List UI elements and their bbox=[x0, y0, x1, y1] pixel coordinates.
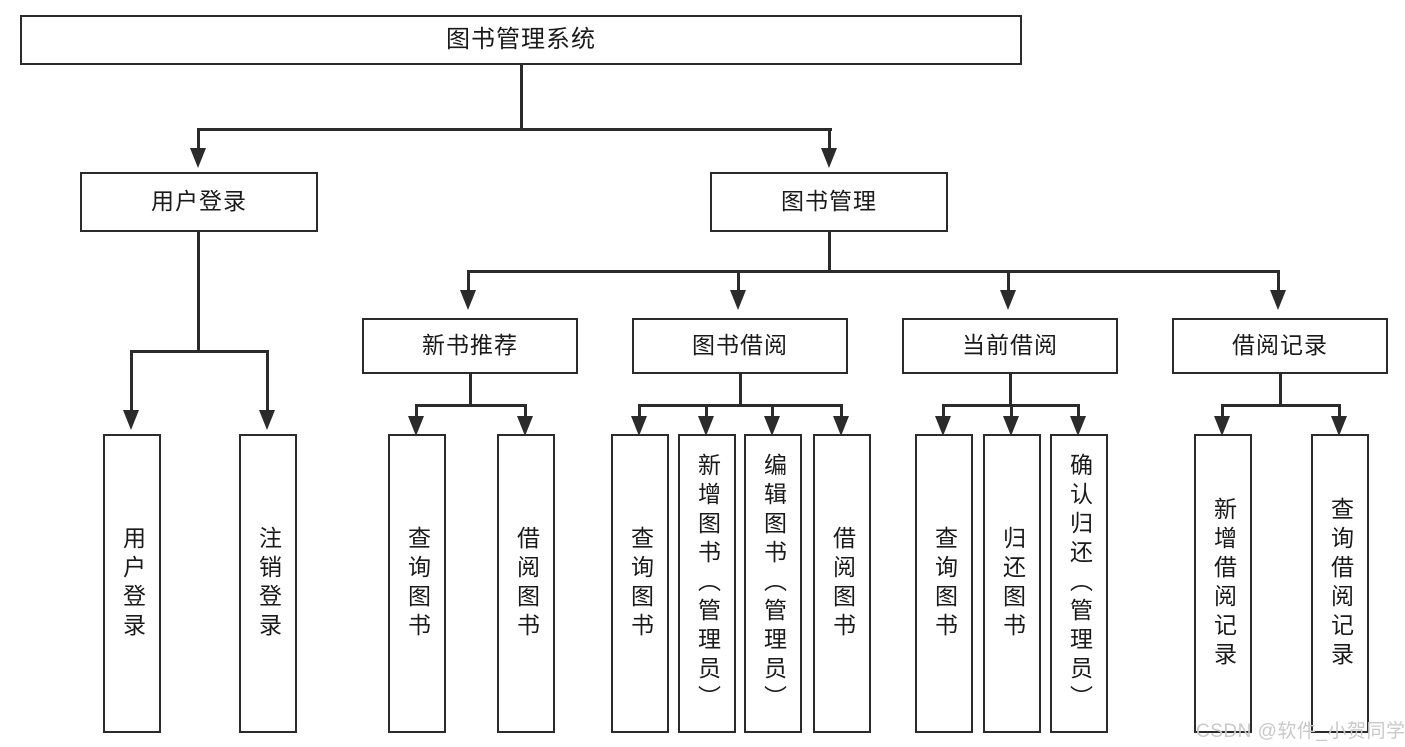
leaf-cb-confirm-return-admin[interactable]: 确认归还（管理员） bbox=[1050, 434, 1108, 733]
connector-drop-bb-2 bbox=[705, 404, 708, 420]
connector-drop-bb-1 bbox=[638, 404, 641, 420]
node-label: 编辑图书（管理员） bbox=[760, 453, 787, 714]
connector-new-book-recommend-stem bbox=[469, 374, 472, 406]
arrowhead-cb-3 bbox=[1070, 416, 1086, 436]
leaf-cb-query-book[interactable]: 查询图书 bbox=[915, 434, 973, 733]
node-book-management[interactable]: 图书管理 bbox=[710, 172, 948, 232]
connector-book-borrow-stem bbox=[739, 374, 742, 406]
connector-drop-br-2 bbox=[1338, 404, 1341, 420]
node-label: 查询图书 bbox=[404, 525, 431, 642]
arrowhead-bb-4 bbox=[833, 416, 849, 436]
connector-new-book-recommend-bus bbox=[416, 404, 526, 407]
node-label: 用户登录 bbox=[151, 188, 247, 215]
connector-level1-bus bbox=[198, 128, 832, 131]
arrowhead-bb-1 bbox=[631, 416, 647, 436]
csdn-watermark: CSDN @软件_小贺同学 bbox=[1196, 721, 1405, 742]
connector-user-login-stem bbox=[197, 232, 200, 352]
leaf-bb-add-book-admin[interactable]: 新增图书（管理员） bbox=[678, 434, 736, 733]
leaf-nbr-query-book[interactable]: 查询图书 bbox=[388, 434, 446, 733]
connector-drop-nbr-2 bbox=[524, 404, 527, 420]
leaf-nbr-borrow-book[interactable]: 借阅图书 bbox=[497, 434, 555, 733]
arrowhead-leaf-logout bbox=[259, 410, 275, 430]
node-label: 归还图书 bbox=[999, 525, 1026, 642]
connector-drop-cb-1 bbox=[942, 404, 945, 420]
leaf-logout[interactable]: 注销登录 bbox=[239, 434, 297, 733]
arrowhead-new-book-recommend bbox=[460, 290, 476, 310]
leaf-br-add-record[interactable]: 新增借阅记录 bbox=[1194, 434, 1252, 733]
connector-borrow-record-stem bbox=[1279, 374, 1282, 406]
arrowhead-nbr-1 bbox=[408, 416, 424, 436]
connector-drop-current-borrow bbox=[1007, 270, 1010, 292]
connector-drop-book-management bbox=[828, 128, 831, 150]
arrowhead-bb-3 bbox=[764, 416, 780, 436]
node-label: 查询图书 bbox=[931, 525, 958, 642]
connector-book-borrow-bus bbox=[639, 404, 843, 407]
connector-drop-leaf-user-login bbox=[130, 350, 133, 412]
node-label: 图书管理系统 bbox=[446, 25, 596, 53]
node-label: 新增借阅记录 bbox=[1210, 496, 1237, 671]
arrowhead-book-management bbox=[821, 148, 837, 168]
arrowhead-user-login bbox=[190, 148, 206, 168]
node-label: 借阅记录 bbox=[1232, 332, 1328, 359]
connector-user-login-bus bbox=[131, 350, 268, 353]
node-label: 当前借阅 bbox=[962, 332, 1058, 359]
node-current-borrow[interactable]: 当前借阅 bbox=[902, 318, 1118, 374]
node-root-book-management-system[interactable]: 图书管理系统 bbox=[20, 15, 1022, 65]
node-label: 新增图书（管理员） bbox=[694, 453, 721, 714]
connector-drop-book-borrow bbox=[737, 270, 740, 292]
leaf-cb-return-book[interactable]: 归还图书 bbox=[983, 434, 1041, 733]
connector-book-management-stem bbox=[828, 232, 831, 272]
node-new-book-recommend[interactable]: 新书推荐 bbox=[362, 318, 578, 374]
connector-drop-borrow-record bbox=[1277, 270, 1280, 292]
connector-drop-bb-4 bbox=[840, 404, 843, 420]
node-label: 用户登录 bbox=[119, 525, 146, 642]
arrowhead-current-borrow bbox=[1000, 290, 1016, 310]
connector-drop-bb-3 bbox=[771, 404, 774, 420]
connector-drop-br-1 bbox=[1221, 404, 1224, 420]
node-label: 注销登录 bbox=[255, 525, 282, 642]
connector-drop-cb-3 bbox=[1077, 404, 1080, 420]
node-label: 借阅图书 bbox=[513, 525, 540, 642]
connector-drop-user-login bbox=[197, 128, 200, 150]
node-borrow-record[interactable]: 借阅记录 bbox=[1172, 318, 1388, 374]
arrowhead-borrow-record bbox=[1270, 290, 1286, 310]
arrowhead-cb-2 bbox=[1003, 416, 1019, 436]
arrowhead-book-borrow bbox=[730, 290, 746, 310]
connector-borrow-record-bus bbox=[1222, 404, 1340, 407]
arrowhead-leaf-user-login bbox=[123, 410, 139, 430]
node-label: 图书管理 bbox=[781, 188, 877, 215]
node-label: 确认归还（管理员） bbox=[1066, 453, 1093, 714]
leaf-user-login[interactable]: 用户登录 bbox=[103, 434, 161, 733]
connector-drop-leaf-logout bbox=[266, 350, 269, 412]
node-label: 新书推荐 bbox=[422, 332, 518, 359]
leaf-br-query-record[interactable]: 查询借阅记录 bbox=[1311, 434, 1369, 733]
leaf-bb-borrow-book[interactable]: 借阅图书 bbox=[813, 434, 871, 733]
node-user-login[interactable]: 用户登录 bbox=[80, 172, 318, 232]
connector-drop-cb-2 bbox=[1010, 404, 1013, 420]
leaf-bb-edit-book-admin[interactable]: 编辑图书（管理员） bbox=[744, 434, 802, 733]
connector-drop-new-book-recommend bbox=[467, 270, 470, 292]
arrowhead-cb-1 bbox=[935, 416, 951, 436]
connector-current-borrow-stem bbox=[1009, 374, 1012, 406]
connector-level2-bus bbox=[468, 270, 1280, 273]
arrowhead-bb-2 bbox=[698, 416, 714, 436]
node-label: 查询借阅记录 bbox=[1327, 496, 1354, 671]
arrowhead-br-1 bbox=[1214, 416, 1230, 436]
arrowhead-br-2 bbox=[1331, 416, 1347, 436]
connector-drop-nbr-1 bbox=[415, 404, 418, 420]
node-label: 图书借阅 bbox=[692, 332, 788, 359]
node-label: 查询图书 bbox=[627, 525, 654, 642]
leaf-bb-query-book[interactable]: 查询图书 bbox=[611, 434, 669, 733]
arrowhead-nbr-2 bbox=[517, 416, 533, 436]
connector-root-stem bbox=[520, 65, 523, 130]
node-label: 借阅图书 bbox=[829, 525, 856, 642]
node-book-borrow[interactable]: 图书借阅 bbox=[632, 318, 848, 374]
